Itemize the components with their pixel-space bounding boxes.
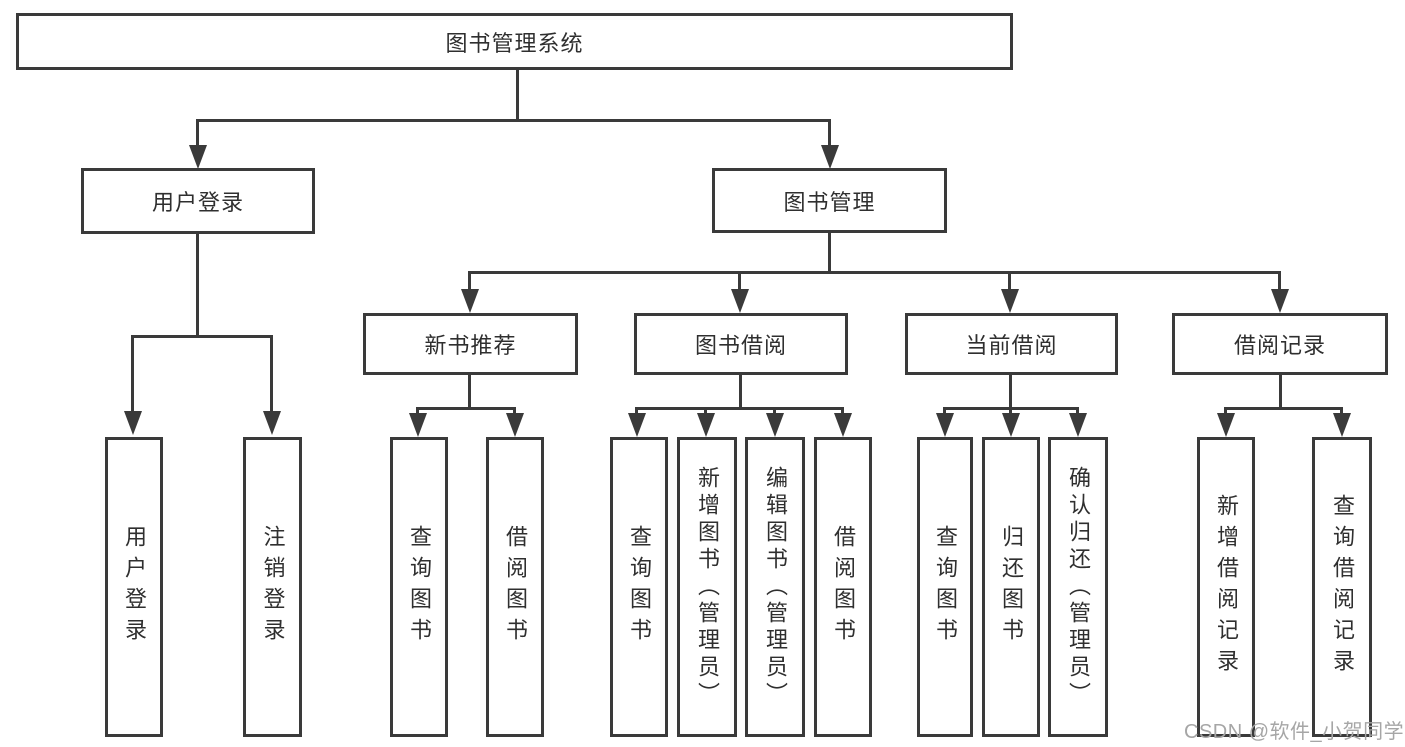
- connector-root-stem: [516, 70, 519, 121]
- arrow-down-icon: [628, 413, 646, 437]
- connector-bb-drop-4: [841, 407, 844, 417]
- connector-root-right-drop: [828, 119, 831, 149]
- leaf-cb-query-books-label: 查询图书: [933, 525, 958, 649]
- leaf-nbr-borrow-books: 借阅图书: [486, 437, 544, 737]
- leaf-logout-login: 注销登录: [243, 437, 302, 737]
- node-root: 图书管理系统: [16, 13, 1013, 70]
- connector-cb-drop-2: [1009, 407, 1012, 417]
- node-book-borrow: 图书借阅: [634, 313, 848, 375]
- leaf-cb-return-books-label: 归还图书: [999, 525, 1024, 649]
- leaf-bb-borrow-books: 借阅图书: [814, 437, 872, 737]
- leaf-bb-edit-books-admin: 编辑图书（管理员）: [745, 437, 805, 737]
- connector-br-drop-2: [1340, 407, 1343, 417]
- connector-bb-stem: [739, 375, 742, 409]
- leaf-user-login-label: 用户登录: [122, 525, 147, 649]
- arrow-down-icon: [506, 413, 524, 437]
- connector-mgmt-drop-1: [468, 271, 471, 293]
- leaf-nbr-query-books-label: 查询图书: [407, 525, 432, 649]
- connector-br-drop-1: [1224, 407, 1227, 417]
- leaf-br-query-record-label: 查询借阅记录: [1330, 494, 1355, 680]
- connector-mgmt-drop-2: [738, 271, 741, 293]
- node-user-login-branch-label: 用户登录: [151, 190, 244, 215]
- arrow-down-icon: [1002, 413, 1020, 437]
- leaf-cb-confirm-return-admin: 确认归还（管理员）: [1048, 437, 1108, 737]
- connector-bb-drop-3: [773, 407, 776, 417]
- node-current-borrow: 当前借阅: [905, 313, 1118, 375]
- leaf-nbr-query-books: 查询图书: [390, 437, 448, 737]
- connector-mgmt-drop-3: [1008, 271, 1011, 293]
- connector-user-drop-2: [270, 335, 273, 415]
- leaf-bb-query-books: 查询图书: [610, 437, 668, 737]
- arrow-down-icon: [936, 413, 954, 437]
- arrow-down-icon: [124, 411, 142, 435]
- arrow-down-icon: [189, 145, 207, 169]
- connector-br-stem: [1279, 375, 1282, 409]
- leaf-br-add-record: 新增借阅记录: [1197, 437, 1255, 737]
- arrow-down-icon: [409, 413, 427, 437]
- connector-bb-drop-2: [704, 407, 707, 417]
- arrow-down-icon: [1271, 289, 1289, 313]
- connector-mgmt-stem: [828, 233, 831, 273]
- arrow-down-icon: [697, 413, 715, 437]
- connector-mgmt-rail: [468, 271, 1281, 274]
- connector-user-drop-1: [131, 335, 134, 415]
- connector-nbr-drop-2: [513, 407, 516, 417]
- node-book-management-branch-label: 图书管理: [783, 189, 876, 215]
- leaf-bb-add-books-admin: 新增图书（管理员）: [677, 437, 737, 737]
- connector-bb-rail: [635, 407, 844, 410]
- arrow-down-icon: [1217, 413, 1235, 437]
- connector-mgmt-drop-4: [1278, 271, 1281, 293]
- connector-nbr-stem: [468, 375, 471, 409]
- leaf-bb-borrow-books-label: 借阅图书: [831, 525, 856, 649]
- node-book-borrow-label: 图书借阅: [694, 333, 787, 358]
- arrow-down-icon: [731, 289, 749, 313]
- leaf-logout-login-label: 注销登录: [260, 525, 286, 649]
- leaf-user-login: 用户登录: [105, 437, 163, 737]
- leaf-bb-edit-books-admin-label: 编辑图书（管理员）: [763, 465, 788, 709]
- node-new-book-recommend: 新书推荐: [363, 313, 578, 375]
- node-user-login-branch: 用户登录: [81, 168, 315, 234]
- leaf-cb-return-books: 归还图书: [982, 437, 1040, 737]
- arrow-down-icon: [766, 413, 784, 437]
- connector-user-stem: [196, 234, 199, 337]
- leaf-nbr-borrow-books-label: 借阅图书: [503, 525, 528, 649]
- node-new-book-recommend-label: 新书推荐: [424, 333, 517, 358]
- node-root-label: 图书管理系统: [445, 30, 584, 56]
- leaf-cb-confirm-return-admin-label: 确认归还（管理员）: [1066, 465, 1091, 709]
- connector-bb-drop-1: [635, 407, 638, 417]
- leaf-bb-query-books-label: 查询图书: [627, 525, 652, 649]
- arrow-down-icon: [834, 413, 852, 437]
- node-borrow-records: 借阅记录: [1172, 313, 1388, 375]
- leaf-cb-query-books: 查询图书: [917, 437, 973, 737]
- connector-root-left-drop: [196, 119, 199, 149]
- connector-nbr-rail: [416, 407, 516, 410]
- arrow-down-icon: [1001, 289, 1019, 313]
- connector-user-rail: [131, 335, 273, 338]
- node-borrow-records-label: 借阅记录: [1233, 333, 1326, 358]
- node-book-management-branch: 图书管理: [712, 168, 947, 233]
- connector-cb-stem: [1009, 375, 1012, 409]
- arrow-down-icon: [461, 289, 479, 313]
- connector-cb-drop-1: [943, 407, 946, 417]
- arrow-down-icon: [263, 411, 281, 435]
- connector-br-rail: [1224, 407, 1343, 410]
- arrow-down-icon: [821, 145, 839, 169]
- arrow-down-icon: [1333, 413, 1351, 437]
- csdn-watermark: CSDN @软件_小贺同学: [1184, 721, 1405, 743]
- leaf-br-add-record-label: 新增借阅记录: [1214, 494, 1239, 680]
- arrow-down-icon: [1069, 413, 1087, 437]
- connector-root-rail: [197, 119, 831, 122]
- connector-cb-drop-3: [1076, 407, 1079, 417]
- node-current-borrow-label: 当前借阅: [965, 333, 1058, 358]
- leaf-bb-add-books-admin-label: 新增图书（管理员）: [695, 465, 720, 709]
- connector-nbr-drop-1: [416, 407, 419, 417]
- leaf-br-query-record: 查询借阅记录: [1312, 437, 1372, 737]
